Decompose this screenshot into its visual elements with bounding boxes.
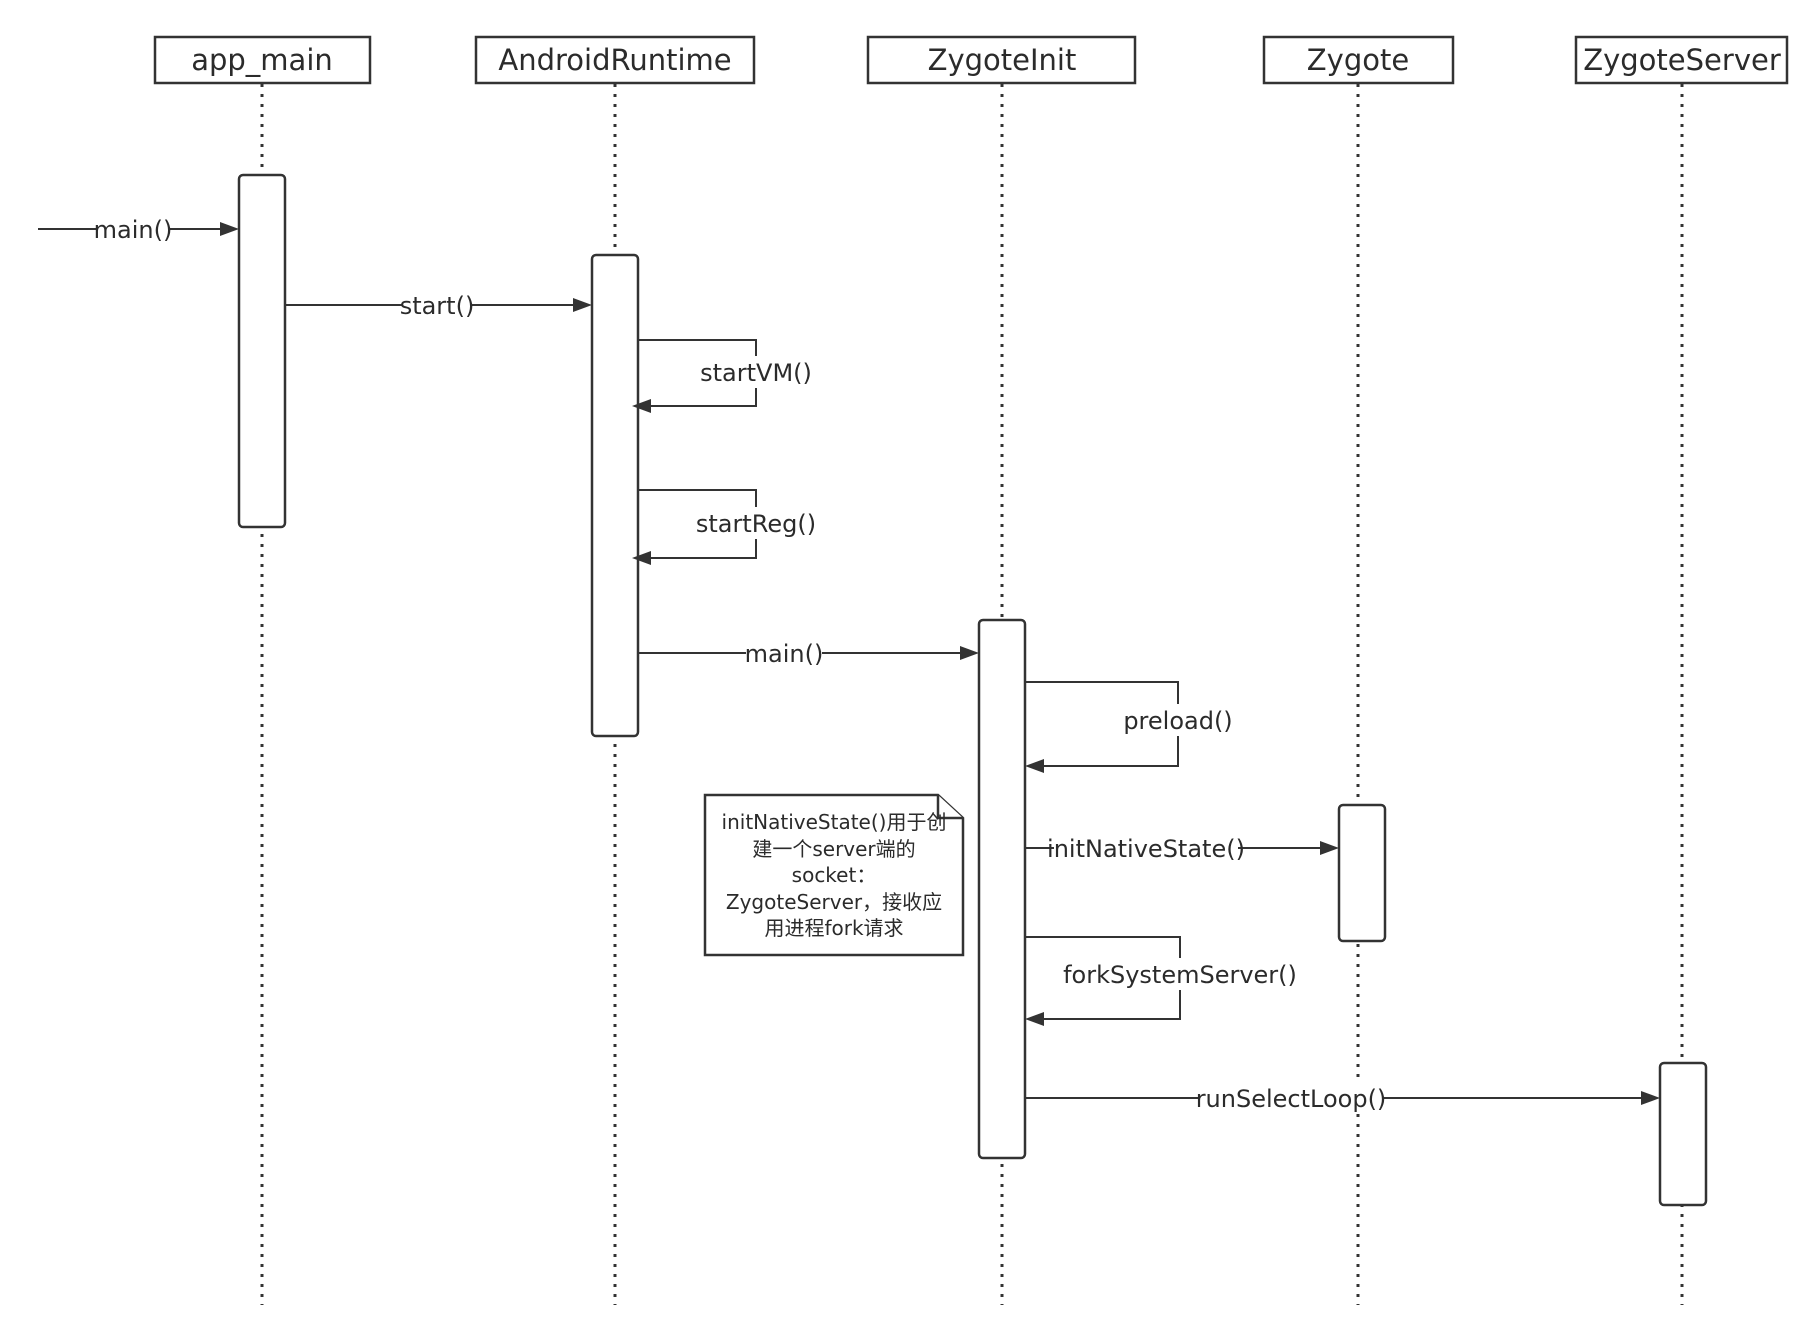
note-line: 建一个server端的 [752,837,915,861]
note: initNativeState()用于创 建一个server端的 socket：… [703,793,965,957]
participant-zygote-init: ZygoteInit [866,35,1137,85]
arrowhead [573,298,592,312]
message-label: preload() [1123,707,1232,735]
message-label: startReg() [696,510,816,538]
message-run-select-loop: runSelectLoop() [1025,1082,1660,1114]
message-label: main() [745,640,824,668]
activation-zygote-server [1658,1061,1708,1207]
note-line: 用进程fork请求 [764,916,903,940]
note-line: ZygoteServer，接收应 [726,890,942,914]
message-init-native-state: initNativeState() [1025,832,1339,864]
arrowhead [1025,759,1044,773]
participant-app-main: app_main [153,35,372,85]
participant-zygote-server: ZygoteServer [1574,35,1789,85]
participant-label: app_main [191,43,333,77]
message-preload: preload() [1025,681,1233,773]
activation-zygote-init [977,618,1027,1160]
message-start: start() [285,289,592,321]
message-label: forkSystemServer() [1063,961,1297,989]
activation-zygote [1337,803,1387,943]
arrowhead [632,399,651,413]
message-start-vm: startVM() [632,339,812,413]
participant-label: ZygoteServer [1583,43,1781,77]
message-start-reg: startReg() [632,489,816,565]
participant-label: AndroidRuntime [498,43,731,77]
participant-label: Zygote [1307,43,1409,77]
message-label: runSelectLoop() [1196,1085,1387,1113]
message-label: main() [94,216,173,244]
arrowhead [1641,1091,1660,1105]
message-main-entry: main() [38,213,239,245]
arrowhead [632,551,651,565]
activation-android-runtime [590,253,640,738]
message-zygote-main: main() [638,637,979,669]
arrowhead [1025,1012,1044,1026]
message-label: initNativeState() [1047,835,1245,863]
arrowhead [1320,841,1339,855]
participant-android-runtime: AndroidRuntime [474,35,756,85]
activation-app-main [237,173,287,529]
arrowhead [220,222,239,236]
message-label: startVM() [700,359,812,387]
note-line: socket： [792,863,877,887]
arrowhead [960,646,979,660]
note-line: initNativeState()用于创 [722,810,947,834]
message-fork-system-server: forkSystemServer() [1025,936,1297,1026]
message-label: start() [400,292,475,320]
participant-label: ZygoteInit [928,43,1077,77]
participant-zygote: Zygote [1262,35,1455,85]
